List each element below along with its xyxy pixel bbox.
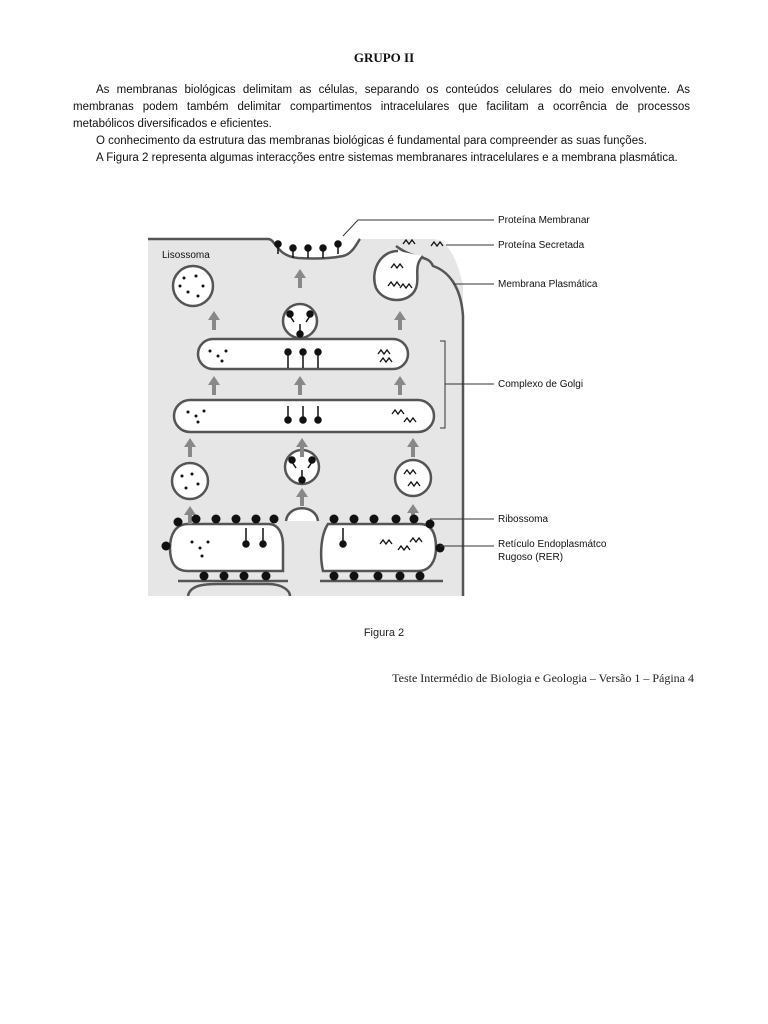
secretory-vesicle-fusing xyxy=(373,249,424,302)
rough-er-left xyxy=(168,522,285,573)
label-rer-line1: Retículo Endoplasmátco xyxy=(498,539,607,550)
er-lower-sheet xyxy=(178,579,443,596)
er-bud xyxy=(284,507,320,522)
paragraph-1: As membranas biológicas delimitam as cél… xyxy=(73,84,690,130)
label-ribossoma: Ribossoma xyxy=(498,514,548,525)
label-complexo-golgi: Complexo de Golgi xyxy=(498,379,583,390)
membrane-proteins xyxy=(242,240,347,548)
page-footer: Teste Intermédio de Biologia e Geologia … xyxy=(392,671,694,685)
paragraph-3: A Figura 2 representa algumas interacçõe… xyxy=(96,152,678,164)
label-rer-line2: Rugoso (RER) xyxy=(498,552,563,563)
paragraph-2: O conhecimento da estrutura das membrana… xyxy=(96,135,648,147)
membrane-system-diagram: Lisossoma Proteína Membranar Proteína Se… xyxy=(148,215,607,596)
leader-lines xyxy=(342,219,494,547)
vesicle-right-middle xyxy=(393,458,433,498)
section-heading: GRUPO II xyxy=(353,50,415,65)
rough-er-right xyxy=(319,522,438,573)
vesicle-left-middle xyxy=(170,461,210,501)
ribosomes xyxy=(161,514,445,581)
label-membrana-plasmatica: Membrana Plasmática xyxy=(498,279,598,290)
enzyme-dots xyxy=(178,274,228,558)
label-lisossoma: Lisossoma xyxy=(162,250,210,261)
secreted-proteins xyxy=(377,238,444,552)
golgi-cisterna-2 xyxy=(172,398,436,434)
figure-caption: Figura 2 xyxy=(363,627,405,639)
label-proteina-membranar: Proteína Membranar xyxy=(498,215,590,226)
label-proteina-secretada: Proteína Secretada xyxy=(498,240,585,251)
lysosome xyxy=(171,264,215,308)
transport-arrows xyxy=(184,269,419,524)
intro-text: As membranas biológicas delimitam as cél… xyxy=(73,82,690,167)
